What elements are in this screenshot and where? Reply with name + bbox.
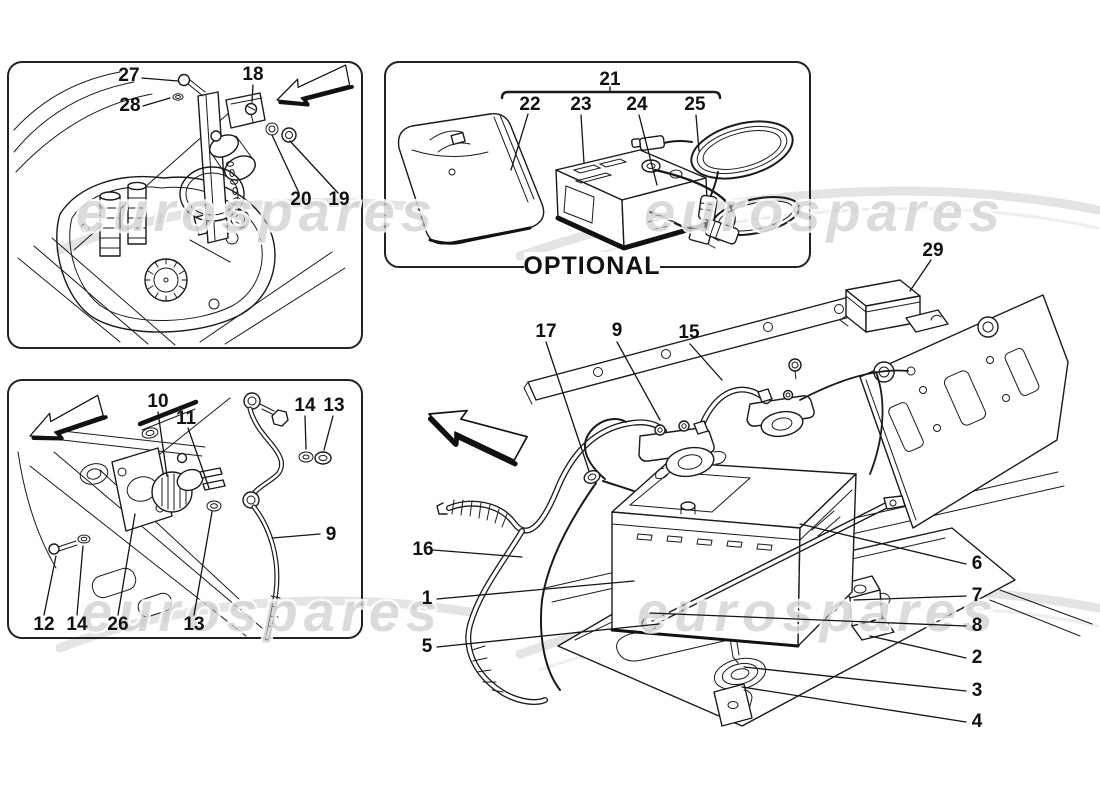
ribbed-knob bbox=[144, 258, 188, 302]
callout-16: 16 bbox=[412, 539, 433, 560]
callout-4: 4 bbox=[972, 711, 983, 732]
callout-23: 23 bbox=[570, 94, 591, 115]
direction-arrow-icon bbox=[270, 60, 356, 116]
optional-label: OPTIONAL bbox=[523, 252, 660, 280]
chain bbox=[226, 161, 241, 213]
coil-plug bbox=[697, 194, 718, 222]
main-assembly-drawing bbox=[422, 279, 1093, 727]
charger-case-drawing bbox=[397, 113, 545, 245]
callout-21: 21 bbox=[599, 69, 621, 90]
direction-arrow-icon bbox=[25, 392, 108, 449]
inset-border bbox=[7, 61, 363, 349]
washer-20 bbox=[265, 122, 279, 136]
callout-10: 10 bbox=[147, 391, 168, 412]
callout-29: 29 bbox=[922, 240, 943, 261]
nut-19 bbox=[281, 127, 297, 143]
coil-connector bbox=[638, 135, 666, 151]
watermark-text: eurospares bbox=[644, 180, 1006, 243]
callout-13b: 13 bbox=[183, 614, 204, 635]
callout-9b: 9 bbox=[326, 524, 337, 545]
callout-18: 18 bbox=[242, 64, 263, 85]
callout-28: 28 bbox=[119, 95, 140, 116]
relay-module-drawing bbox=[839, 279, 949, 333]
charger-unit-drawing bbox=[555, 149, 711, 251]
tray-foot bbox=[713, 683, 753, 727]
cutoff-switch-detail-drawing bbox=[172, 73, 297, 244]
washer-14 bbox=[298, 451, 314, 463]
direction-arrow-icon bbox=[422, 399, 528, 467]
callout-9: 9 bbox=[612, 320, 623, 341]
nut-13b bbox=[206, 500, 222, 512]
optional-kit-box bbox=[384, 61, 811, 268]
floating-bolt bbox=[788, 358, 802, 380]
callout-6: 6 bbox=[972, 553, 983, 574]
watermark-text: eurospares bbox=[637, 580, 999, 643]
callout-2: 2 bbox=[972, 647, 983, 668]
cable-clamp-17 bbox=[583, 470, 601, 484]
callout-26: 26 bbox=[107, 614, 128, 635]
switch-and-plate-drawing bbox=[48, 447, 226, 555]
mounting-panel-drawing bbox=[859, 294, 1069, 529]
battery-cables-drawing bbox=[436, 418, 667, 705]
callout-3: 3 bbox=[972, 680, 983, 701]
watermark-text: eurospares bbox=[76, 180, 438, 243]
coiled-cable-drawing bbox=[631, 120, 801, 245]
callout-5: 5 bbox=[422, 636, 433, 657]
callout-layer: 27 28 18 20 19 21 22 23 24 25 OPTIONAL 1… bbox=[33, 64, 982, 732]
callout-12: 12 bbox=[33, 614, 54, 635]
callout-14: 14 bbox=[294, 395, 316, 416]
battery-drawing bbox=[610, 461, 857, 648]
callout-14b: 14 bbox=[66, 614, 88, 635]
callout-27: 27 bbox=[118, 65, 139, 86]
bracket-10-drawing bbox=[137, 399, 199, 431]
terminal-left-drawing bbox=[638, 420, 727, 479]
inset-border bbox=[7, 379, 363, 639]
callout-17: 17 bbox=[535, 321, 556, 342]
washer-28 bbox=[172, 93, 184, 101]
cable-terminal-drawing bbox=[242, 392, 332, 641]
callout-7: 7 bbox=[972, 585, 983, 606]
switch-terminals bbox=[199, 467, 226, 491]
callout-11: 11 bbox=[176, 408, 197, 429]
spark-plug-cylinders bbox=[99, 181, 147, 257]
callout-25: 25 bbox=[684, 94, 706, 115]
callout-24: 24 bbox=[626, 94, 648, 115]
callout-20: 20 bbox=[290, 189, 311, 210]
jumper-cable-15 bbox=[693, 386, 773, 435]
callout-1: 1 bbox=[422, 588, 433, 609]
hold-down-rod-drawing bbox=[641, 495, 906, 632]
bolt-12 bbox=[48, 543, 60, 555]
bolt-head bbox=[271, 409, 289, 427]
callout-8: 8 bbox=[972, 615, 983, 636]
callout-22: 22 bbox=[519, 94, 540, 115]
nut-13 bbox=[314, 451, 332, 465]
group-bracket-21 bbox=[500, 86, 722, 100]
watermark-layer: eurospares eurospares eurospares eurospa… bbox=[74, 178, 1006, 646]
support-beam-drawing bbox=[523, 291, 877, 405]
bolt-18 bbox=[244, 102, 258, 116]
washer-14b bbox=[77, 534, 91, 544]
callout-13: 13 bbox=[323, 395, 344, 416]
sensor-wire bbox=[799, 366, 916, 475]
inset-top-left-box bbox=[7, 60, 363, 349]
callout-15: 15 bbox=[678, 322, 700, 343]
callout-19: 19 bbox=[328, 189, 349, 210]
pull-ring bbox=[179, 166, 245, 222]
optional-label-gap bbox=[524, 252, 660, 278]
watermark-text: eurospares bbox=[81, 580, 443, 643]
inset-bottom-left-box bbox=[7, 379, 363, 641]
